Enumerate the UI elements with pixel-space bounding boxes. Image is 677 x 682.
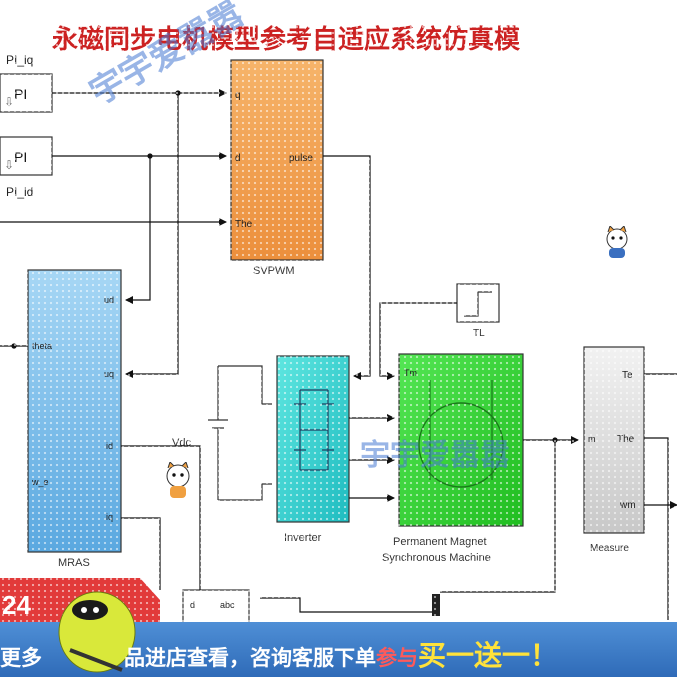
pi-iq-port-icon: ⇩ xyxy=(4,95,14,109)
inverter-name: Inverter xyxy=(284,532,322,544)
measure-block[interactable]: m Te The wm xyxy=(583,346,645,534)
pmsm-name-line2: Synchronous Machine xyxy=(382,552,491,564)
pmsm-name-line1: Permanent Magnet xyxy=(393,536,487,548)
pi-iq-name: PI_iq xyxy=(6,53,33,67)
mras-port-id: id xyxy=(106,441,113,451)
mras-port-w: w_e xyxy=(31,477,49,487)
pi-id-block[interactable]: PI ⇩ xyxy=(0,136,53,176)
svpwm-port-pulse: pulse xyxy=(289,153,313,164)
pi-iq-block[interactable]: PI ⇩ xyxy=(0,73,53,113)
measure-port-te: Te xyxy=(622,370,633,381)
tl-name: TL xyxy=(473,328,485,339)
small-junction-block[interactable] xyxy=(432,594,440,616)
green-mascot-icon xyxy=(52,580,142,677)
mras-port-ud: ud xyxy=(104,295,114,305)
inverter-block[interactable] xyxy=(276,355,350,523)
pmsm-block[interactable]: Tm xyxy=(398,353,524,527)
tl-step-block[interactable] xyxy=(456,283,500,323)
measure-name: Measure xyxy=(590,543,629,554)
pi-id-label: PI xyxy=(14,149,27,165)
measure-port-m: m xyxy=(588,434,596,444)
svpwm-port-q: q xyxy=(235,90,241,101)
cat-mascot-icon-2 xyxy=(164,461,192,500)
mras-port-uq: uq xyxy=(104,369,114,379)
svpwm-port-theta: The xyxy=(235,219,253,230)
svpwm-block[interactable]: q d The pulse xyxy=(230,59,324,261)
pi-iq-label: PI xyxy=(14,86,27,102)
dq-abc-label2: abc xyxy=(220,600,235,610)
svpwm-name: SVPWM xyxy=(253,265,295,277)
corner-badge-text: 24 xyxy=(2,590,31,620)
mras-name: MRAS xyxy=(58,557,90,569)
measure-port-the: The xyxy=(617,434,635,445)
diagram-title: 永磁同步电机模型参考自适应系统仿真模 xyxy=(52,24,521,55)
vdc-source[interactable] xyxy=(208,365,272,501)
mras-port-theta: theta xyxy=(32,341,52,351)
promo-part4: 买一送一！ xyxy=(418,639,559,672)
measure-port-wm: wm xyxy=(619,500,636,511)
pi-id-name: PI_id xyxy=(6,185,33,199)
dq-abc-label1: d xyxy=(190,600,195,610)
promo-part2: 品进店查看，咨询客服下单 xyxy=(124,646,376,670)
vdc-name: Vdc xyxy=(172,437,191,449)
pi-id-port-icon: ⇩ xyxy=(4,158,14,172)
mras-port-iq: iq xyxy=(106,512,113,522)
mras-block[interactable]: theta ud uq id w_e iq xyxy=(27,269,122,553)
promo-part3: 参与 xyxy=(376,646,418,670)
pmsm-port-tm: Tm xyxy=(404,368,417,378)
cat-mascot-icon xyxy=(604,225,630,260)
svpwm-port-d: d xyxy=(235,153,241,164)
promo-part1: 更多 xyxy=(0,646,42,670)
promo-text: 更多 品进店查看，咨询客服下单参与买一送一！ xyxy=(0,634,677,674)
